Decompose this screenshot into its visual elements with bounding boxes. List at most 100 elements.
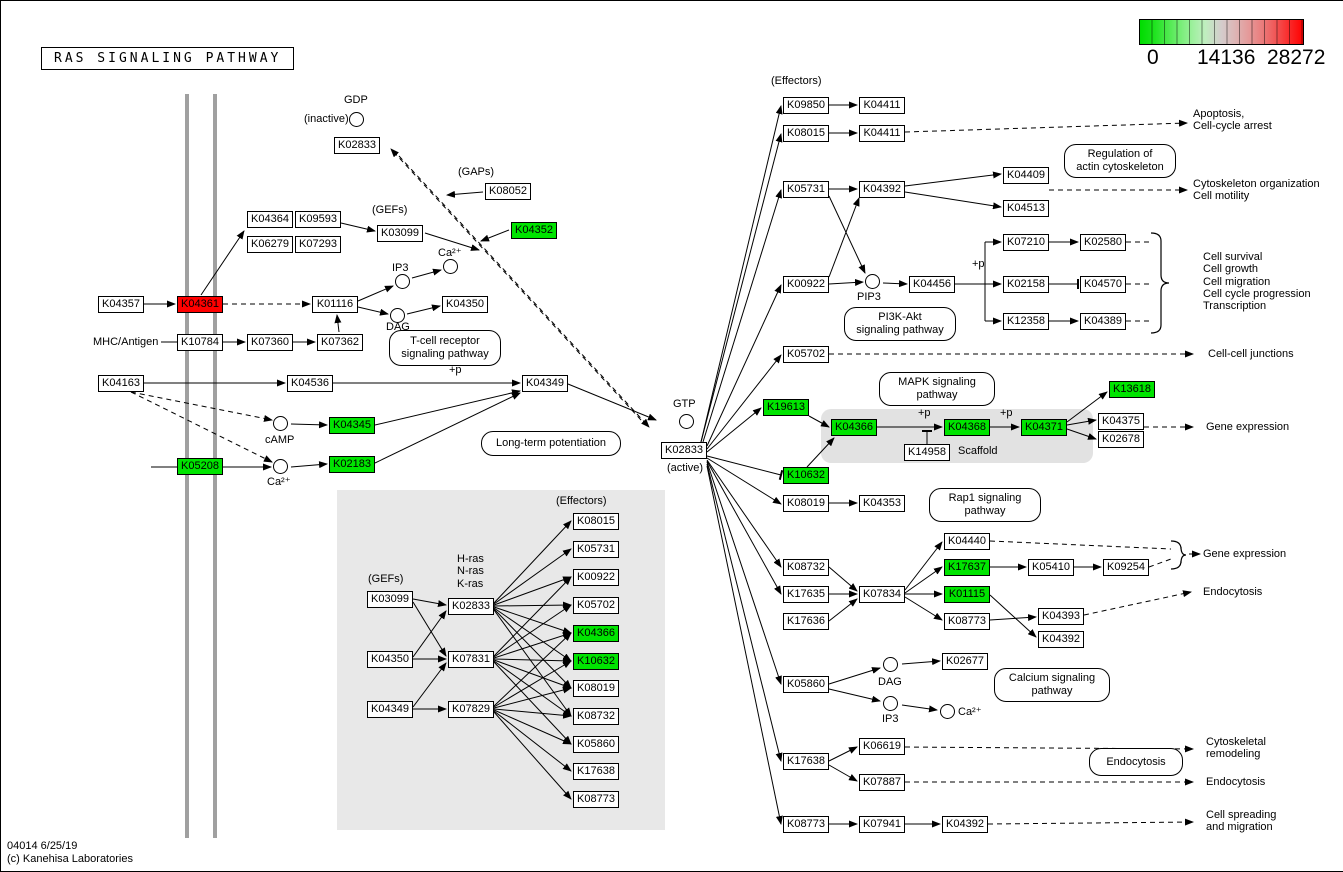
node-k02158[interactable]: K02158 bbox=[1003, 276, 1049, 293]
node-k01116[interactable]: K01116 bbox=[312, 296, 358, 313]
pathway-rap1[interactable]: Rap1 signaling pathway bbox=[929, 488, 1041, 522]
node-k04364[interactable]: K04364 bbox=[247, 211, 293, 228]
node-k06619[interactable]: K06619 bbox=[859, 738, 905, 755]
node-inset-k04350[interactable]: K04350 bbox=[367, 651, 413, 668]
node-k07834[interactable]: K07834 bbox=[859, 586, 905, 603]
node-k04440[interactable]: K04440 bbox=[944, 533, 990, 550]
node-k01115[interactable]: K01115 bbox=[944, 586, 990, 603]
node-k09254[interactable]: K09254 bbox=[1103, 559, 1149, 576]
node-inset-k10632[interactable]: K10632 bbox=[573, 653, 619, 670]
node-k04570[interactable]: K04570 bbox=[1080, 276, 1126, 293]
node-k02580[interactable]: K02580 bbox=[1080, 234, 1126, 251]
node-k13618[interactable]: K13618 bbox=[1109, 381, 1155, 398]
pathway-actin-cytoskeleton[interactable]: Regulation of actin cytoskeleton bbox=[1064, 144, 1176, 178]
compound-camp[interactable] bbox=[273, 416, 288, 431]
node-k08773-r[interactable]: K08773 bbox=[783, 816, 829, 833]
compound-ip3-right[interactable] bbox=[883, 696, 898, 711]
node-k04357[interactable]: K04357 bbox=[98, 296, 144, 313]
pathway-mapk[interactable]: MAPK signaling pathway bbox=[879, 372, 995, 406]
node-k04163[interactable]: K04163 bbox=[98, 375, 144, 392]
node-k17635[interactable]: K17635 bbox=[783, 586, 829, 603]
node-inset-k07829[interactable]: K07829 bbox=[448, 701, 494, 718]
node-inset-k04366[interactable]: K04366 bbox=[573, 625, 619, 642]
node-k07360[interactable]: K07360 bbox=[247, 334, 293, 351]
node-inset-k05860[interactable]: K05860 bbox=[573, 736, 619, 753]
compound-dag-left[interactable] bbox=[390, 308, 405, 323]
node-k07210[interactable]: K07210 bbox=[1003, 234, 1049, 251]
node-k04536[interactable]: K04536 bbox=[287, 375, 333, 392]
pathway-endocytosis[interactable]: Endocytosis bbox=[1089, 748, 1183, 776]
node-inset-k05702[interactable]: K05702 bbox=[573, 597, 619, 614]
node-inset-k05731[interactable]: K05731 bbox=[573, 541, 619, 558]
node-k06279[interactable]: K06279 bbox=[247, 236, 293, 253]
node-k04392-2[interactable]: K04392 bbox=[1038, 631, 1084, 648]
node-k17638-r[interactable]: K17638 bbox=[783, 753, 829, 770]
node-k07362[interactable]: K07362 bbox=[317, 334, 363, 351]
node-k04361[interactable]: K04361 bbox=[177, 296, 223, 313]
node-k07293[interactable]: K07293 bbox=[295, 236, 341, 253]
node-k05702-r[interactable]: K05702 bbox=[783, 346, 829, 363]
pathway-pi3k-akt[interactable]: PI3K-Akt signaling pathway bbox=[844, 307, 956, 341]
node-inset-k08019[interactable]: K08019 bbox=[573, 680, 619, 697]
compound-ca-botleft[interactable] bbox=[273, 459, 288, 474]
node-k04389[interactable]: K04389 bbox=[1080, 313, 1126, 330]
node-k02677[interactable]: K02677 bbox=[942, 653, 988, 670]
node-k10784[interactable]: K10784 bbox=[177, 334, 223, 351]
node-k02183[interactable]: K02183 bbox=[329, 456, 375, 473]
node-k12358[interactable]: K12358 bbox=[1003, 313, 1049, 330]
compound-pip3[interactable] bbox=[865, 274, 880, 289]
node-k04371[interactable]: K04371 bbox=[1021, 419, 1067, 436]
node-k02833-inactive[interactable]: K02833 bbox=[334, 137, 380, 154]
compound-ca-topleft[interactable] bbox=[443, 259, 458, 274]
node-k10632-r[interactable]: K10632 bbox=[783, 467, 829, 484]
node-k08732-r[interactable]: K08732 bbox=[783, 559, 829, 576]
node-k05731-r[interactable]: K05731 bbox=[783, 181, 829, 198]
node-inset-k17638[interactable]: K17638 bbox=[573, 763, 619, 780]
node-k04350-left[interactable]: K04350 bbox=[442, 296, 488, 313]
node-inset-k08732[interactable]: K08732 bbox=[573, 708, 619, 725]
node-k08773-1[interactable]: K08773 bbox=[944, 613, 990, 630]
node-inset-k02833[interactable]: K02833 bbox=[448, 598, 494, 615]
node-k04456[interactable]: K04456 bbox=[909, 276, 955, 293]
node-k08015-r[interactable]: K08015 bbox=[783, 125, 829, 142]
compound-dag-right[interactable] bbox=[883, 657, 898, 672]
node-k08052[interactable]: K08052 bbox=[485, 183, 531, 200]
node-inset-k08773[interactable]: K08773 bbox=[573, 791, 619, 808]
node-k07941[interactable]: K07941 bbox=[859, 816, 905, 833]
node-k02833-active[interactable]: K02833 bbox=[661, 442, 707, 459]
node-k04409[interactable]: K04409 bbox=[1003, 167, 1049, 184]
node-k05208[interactable]: K05208 bbox=[177, 458, 223, 475]
node-k04411-1[interactable]: K04411 bbox=[859, 97, 905, 114]
node-k09850[interactable]: K09850 bbox=[783, 97, 829, 114]
node-k04368[interactable]: K04368 bbox=[944, 419, 990, 436]
pathway-tcell-receptor[interactable]: T-cell receptor signaling pathway bbox=[389, 330, 501, 366]
compound-gtp-circle[interactable] bbox=[679, 414, 694, 429]
node-k00922-r[interactable]: K00922 bbox=[783, 276, 829, 293]
pathway-calcium[interactable]: Calcium signaling pathway bbox=[994, 668, 1110, 702]
node-k04352[interactable]: K04352 bbox=[511, 222, 557, 239]
node-k07887[interactable]: K07887 bbox=[859, 774, 905, 791]
node-inset-k07831[interactable]: K07831 bbox=[448, 651, 494, 668]
node-inset-k08015[interactable]: K08015 bbox=[573, 513, 619, 530]
node-k04411-2[interactable]: K04411 bbox=[859, 125, 905, 142]
node-k05410[interactable]: K05410 bbox=[1028, 559, 1074, 576]
node-k03099-gef[interactable]: K03099 bbox=[377, 225, 423, 242]
node-k04392-1[interactable]: K04392 bbox=[859, 181, 905, 198]
node-k17636[interactable]: K17636 bbox=[783, 613, 829, 630]
node-k04349-left[interactable]: K04349 bbox=[522, 375, 568, 392]
node-k04392-3[interactable]: K04392 bbox=[942, 816, 988, 833]
node-k04393[interactable]: K04393 bbox=[1038, 608, 1084, 625]
pathway-long-term-potentiation[interactable]: Long-term potentiation bbox=[481, 431, 621, 456]
node-k14958[interactable]: K14958 bbox=[904, 444, 950, 461]
node-inset-k00922[interactable]: K00922 bbox=[573, 569, 619, 586]
node-k19613[interactable]: K19613 bbox=[763, 399, 809, 416]
node-k05860-r[interactable]: K05860 bbox=[783, 676, 829, 693]
node-k04345[interactable]: K04345 bbox=[329, 417, 375, 434]
node-k17637[interactable]: K17637 bbox=[944, 559, 990, 576]
node-k04366-r[interactable]: K04366 bbox=[831, 419, 877, 436]
compound-gdp-circle[interactable] bbox=[349, 112, 364, 127]
node-k02678[interactable]: K02678 bbox=[1098, 431, 1144, 448]
compound-ca-right[interactable] bbox=[940, 704, 955, 719]
node-k04375[interactable]: K04375 bbox=[1098, 413, 1144, 430]
node-k08019-r[interactable]: K08019 bbox=[783, 495, 829, 512]
